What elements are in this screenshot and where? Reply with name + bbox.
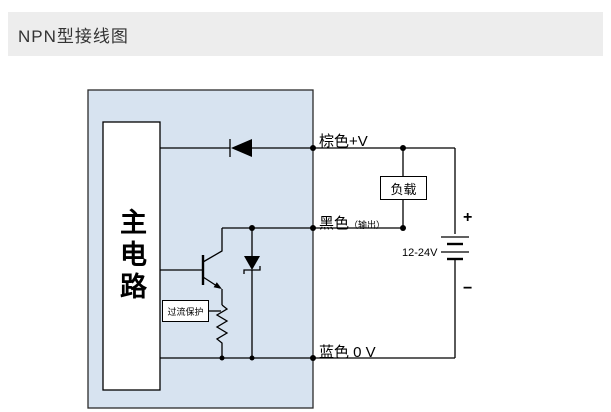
load-box: 负载 bbox=[380, 176, 427, 200]
zener-diode-icon bbox=[244, 256, 260, 270]
battery-voltage-label: 12-24V bbox=[402, 247, 438, 259]
battery-minus-label: − bbox=[463, 280, 473, 297]
junction-dot bbox=[310, 145, 316, 151]
brown-wire-label: 棕色+V bbox=[319, 133, 368, 150]
junction-dot bbox=[400, 225, 406, 231]
overcurrent-protection-box: 过流保护 bbox=[162, 300, 209, 322]
junction-dots bbox=[219, 145, 406, 361]
blue-wire-label: 蓝色 0 V bbox=[319, 344, 376, 361]
battery-icon bbox=[441, 236, 469, 261]
load-label: 负载 bbox=[390, 181, 417, 197]
main-circuit-label: 主电路 bbox=[116, 208, 146, 304]
junction-dot bbox=[219, 355, 225, 361]
junction-dot bbox=[249, 225, 255, 231]
black-wire-label: 黑色（输出） bbox=[319, 212, 385, 233]
overcurrent-label: 过流保护 bbox=[167, 306, 204, 317]
resistor-icon bbox=[215, 304, 229, 358]
junction-dot bbox=[400, 145, 406, 151]
emitter-arrow-icon bbox=[213, 282, 222, 289]
zener-bar bbox=[243, 266, 261, 274]
battery-plus-label: + bbox=[463, 209, 473, 226]
junction-dot bbox=[310, 355, 316, 361]
junction-dot bbox=[249, 355, 255, 361]
main-circuit-box bbox=[102, 121, 161, 391]
section-header: NPN型接线图 bbox=[8, 12, 603, 56]
black-wire-label-main: 黑色 bbox=[319, 215, 350, 232]
junction-dot bbox=[310, 225, 316, 231]
transistor-collector-lead bbox=[202, 228, 223, 263]
diode-icon bbox=[231, 139, 252, 157]
black-wire-label-sub: （输出） bbox=[349, 220, 386, 230]
section-title: NPN型接线图 bbox=[18, 26, 129, 46]
